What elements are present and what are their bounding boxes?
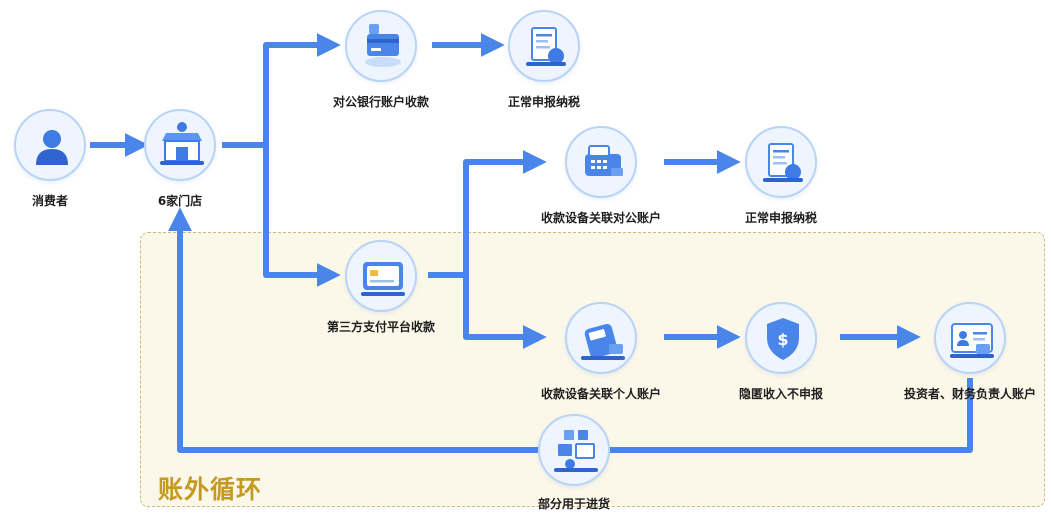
person-icon bbox=[36, 130, 68, 165]
device-personal-node bbox=[565, 302, 637, 374]
tax-normal-1-node bbox=[508, 10, 580, 82]
svg-text:$: $ bbox=[777, 330, 788, 349]
tax-normal-2-label: 正常申报纳税 bbox=[744, 211, 818, 225]
stores-node bbox=[144, 109, 216, 181]
loop-investor-to-purchase bbox=[610, 378, 973, 453]
device-corporate-label: 收款设备关联对公账户 bbox=[540, 211, 662, 225]
loop-purchase-to-stores bbox=[168, 207, 538, 453]
shield-dollar-icon: $ bbox=[767, 318, 799, 360]
storefront-icon bbox=[160, 122, 204, 165]
off-book-loop-title: 账外循环 bbox=[158, 475, 263, 504]
investor-account-node bbox=[934, 302, 1006, 374]
purchase-node bbox=[538, 414, 610, 486]
tax-normal-1-label: 正常申报纳税 bbox=[507, 95, 581, 109]
hidden-income-label: 隐匿收入不申报 bbox=[738, 387, 824, 401]
arrow-to-corporate-account bbox=[263, 33, 341, 145]
bank-card-icon bbox=[365, 24, 401, 67]
goods-box-icon bbox=[554, 430, 598, 472]
arrow-to-device-corporate bbox=[463, 150, 547, 275]
tax-normal-2-node bbox=[745, 126, 817, 198]
consumer-label: 消费者 bbox=[31, 194, 69, 208]
tax-document-icon bbox=[763, 143, 803, 182]
corporate-account-label: 对公银行账户收款 bbox=[332, 95, 430, 109]
investor-account-label: 投资者、财务负责人账户 bbox=[903, 387, 1037, 401]
device-corporate-node bbox=[565, 126, 637, 198]
purchase-label: 部分用于进货 bbox=[537, 497, 611, 511]
arrow-to-device-personal bbox=[463, 275, 547, 349]
third-party-label: 第三方支付平台收款 bbox=[326, 320, 436, 334]
pos-terminal-icon bbox=[585, 145, 623, 176]
pos-terminal-icon bbox=[581, 324, 625, 360]
stores-label: 6家门店 bbox=[157, 194, 203, 208]
payment-card-icon bbox=[361, 262, 405, 296]
hidden-income-node: $ bbox=[745, 302, 817, 374]
third-party-node bbox=[345, 240, 417, 312]
arrow-to-third-party bbox=[263, 145, 341, 287]
account-screen-icon bbox=[950, 323, 994, 358]
tax-document-icon bbox=[526, 27, 566, 66]
corporate-account-node bbox=[345, 10, 417, 82]
device-personal-label: 收款设备关联个人账户 bbox=[540, 387, 662, 401]
consumer-node bbox=[14, 109, 86, 181]
